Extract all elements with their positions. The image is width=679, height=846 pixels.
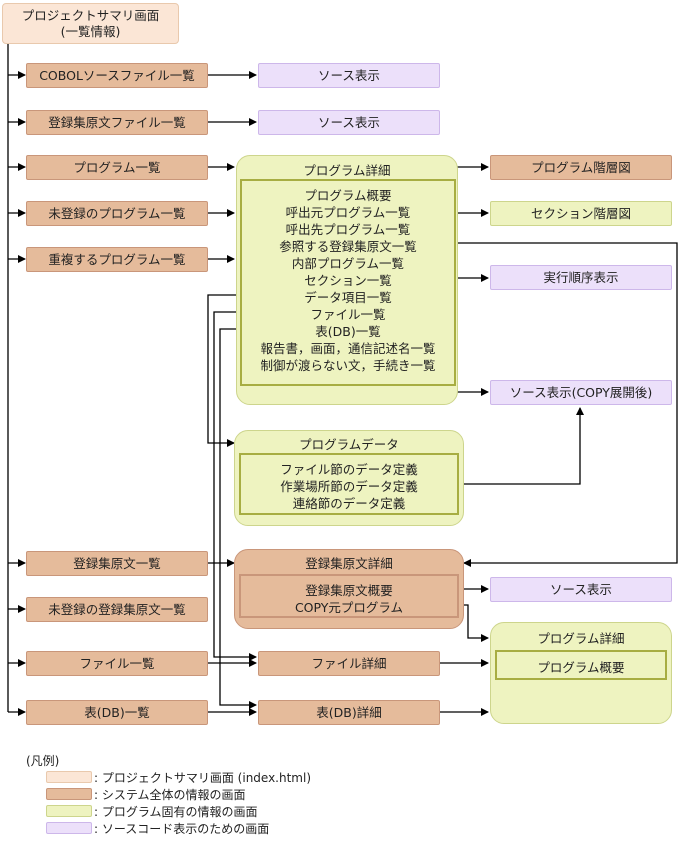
program-list-box[interactable]: プログラム一覧	[26, 155, 208, 180]
legend-title: (凡例)	[26, 754, 60, 768]
program-detail-panel: プログラム詳細 プログラム概要 呼出元プログラム一覧 呼出先プログラム一覧 参照…	[236, 155, 458, 405]
unregistered-copybook-list-box[interactable]: 未登録の登録集原文一覧	[26, 597, 208, 622]
pd-item-callees[interactable]: 呼出先プログラム一覧	[285, 222, 411, 237]
program-data-title: プログラムデータ	[299, 437, 399, 452]
cd-item-copy-programs[interactable]: COPY元プログラム	[294, 600, 404, 615]
pd-item-sections[interactable]: セクション一覧	[304, 273, 392, 288]
file-detail-box[interactable]: ファイル詳細	[258, 651, 440, 676]
project-summary-title: プロジェクトサマリ画面	[21, 7, 160, 23]
pd-item-copybooks[interactable]: 参照する登録集原文一覧	[279, 239, 417, 254]
pdata-working-storage[interactable]: 作業場所節のデータ定義	[280, 479, 418, 494]
table-detail-box[interactable]: 表(DB)詳細	[258, 700, 440, 725]
program-data-inner: ファイル節のデータ定義 作業場所節のデータ定義 連絡節のデータ定義	[239, 453, 459, 515]
table-list-box[interactable]: 表(DB)一覧	[26, 700, 208, 725]
execution-order-box[interactable]: 実行順序表示	[490, 265, 672, 290]
duplicate-program-list-box[interactable]: 重複するプログラム一覧	[26, 247, 208, 272]
pd2-item-overview[interactable]: プログラム概要	[537, 660, 625, 675]
source-view-box-2[interactable]: ソース表示	[258, 110, 440, 135]
source-view-box-3[interactable]: ソース表示	[490, 577, 672, 602]
expanded-source-box[interactable]: ソース表示(COPY展開後)	[490, 380, 672, 405]
pd-item-unreachable[interactable]: 制御が渡らない文，手続き一覧	[260, 358, 436, 373]
copybook-detail-title: 登録集原文詳細	[305, 556, 393, 571]
cobol-source-list-box[interactable]: COBOLソースファイル一覧	[26, 63, 208, 88]
pdata-file-section[interactable]: ファイル節のデータ定義	[280, 462, 418, 477]
program-detail-inner: プログラム概要 呼出元プログラム一覧 呼出先プログラム一覧 参照する登録集原文一…	[240, 179, 456, 386]
pd-item-callers[interactable]: 呼出元プログラム一覧	[285, 205, 411, 220]
program-detail-panel-2: プログラム詳細 プログラム概要	[490, 622, 672, 724]
project-summary-box[interactable]: プロジェクトサマリ画面 (一覧情報)	[2, 3, 179, 44]
legend-item-program: : プログラム固有の情報の画面	[94, 805, 258, 819]
legend-swatch-program	[46, 805, 92, 817]
pd-item-internal[interactable]: 内部プログラム一覧	[291, 256, 405, 271]
legend-item-top: : プロジェクトサマリ画面 (index.html)	[94, 771, 312, 785]
legend-swatch-top	[46, 771, 92, 783]
program-detail-2-title: プログラム詳細	[537, 631, 625, 646]
pd-item-files[interactable]: ファイル一覧	[310, 307, 386, 322]
project-summary-subtitle: (一覧情報)	[60, 23, 121, 39]
pdata-linkage-section[interactable]: 連絡節のデータ定義	[292, 496, 406, 511]
pd-item-tables[interactable]: 表(DB)一覧	[315, 324, 381, 339]
pd-item-overview[interactable]: プログラム概要	[304, 188, 392, 203]
pd-item-reports[interactable]: 報告書，画面，通信記述名一覧	[260, 341, 436, 356]
legend-swatch-system	[46, 788, 92, 800]
file-list-box[interactable]: ファイル一覧	[26, 651, 208, 676]
copybook-list-box[interactable]: 登録集原文一覧	[26, 551, 208, 576]
program-hierarchy-box[interactable]: プログラム階層図	[490, 155, 672, 180]
program-detail-2-inner: プログラム概要	[495, 650, 667, 680]
legend-item-source: : ソースコード表示のための画面	[94, 822, 270, 836]
cd-item-overview[interactable]: 登録集原文概要	[305, 583, 393, 598]
source-view-box-1[interactable]: ソース表示	[258, 63, 440, 88]
copybook-file-list-box[interactable]: 登録集原文ファイル一覧	[26, 110, 208, 135]
copybook-detail-inner: 登録集原文概要 COPY元プログラム	[239, 574, 459, 618]
legend-swatch-source	[46, 822, 92, 834]
pd-item-data-items[interactable]: データ項目一覧	[304, 290, 392, 305]
program-detail-title: プログラム詳細	[303, 163, 391, 178]
copybook-detail-panel: 登録集原文詳細 登録集原文概要 COPY元プログラム	[234, 549, 464, 629]
program-data-panel: プログラムデータ ファイル節のデータ定義 作業場所節のデータ定義 連絡節のデータ…	[234, 430, 464, 526]
legend-item-system: : システム全体の情報の画面	[94, 788, 246, 802]
unregistered-program-list-box[interactable]: 未登録のプログラム一覧	[26, 201, 208, 226]
section-hierarchy-box[interactable]: セクション階層図	[490, 201, 672, 226]
